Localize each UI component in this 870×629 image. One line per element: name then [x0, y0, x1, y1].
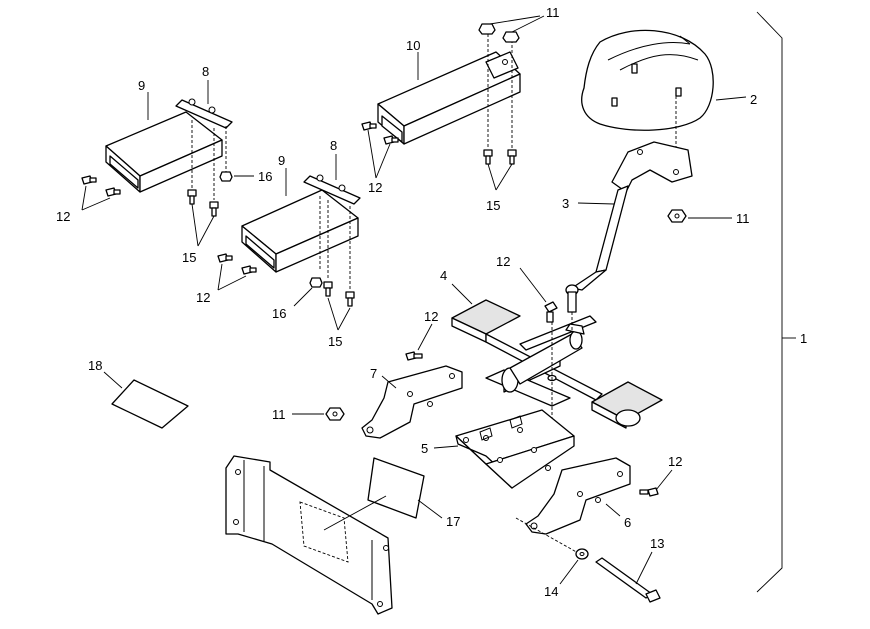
- callout-15-top: 15: [486, 198, 500, 213]
- control-unit-part-10: [377, 34, 521, 148]
- callout-13: 13: [650, 536, 664, 551]
- callout-4: 4: [440, 268, 447, 283]
- callout-12-left: 12: [56, 209, 70, 224]
- callout-6: 6: [624, 515, 631, 530]
- nut-part-11-bracket7: [325, 407, 345, 421]
- callout-10: 10: [406, 38, 420, 53]
- bolt-part-15-top-a: [483, 149, 493, 165]
- label-part-18: [111, 379, 189, 429]
- callout-9-left: 9: [138, 78, 145, 93]
- callout-12-top: 12: [368, 180, 382, 195]
- bolt-part-15-centre-a: [323, 281, 333, 297]
- support-arm-part-3: [565, 141, 693, 313]
- screw-part-12-centre-a: [217, 253, 233, 263]
- callout-3: 3: [562, 196, 569, 211]
- cross-frame-part-4: [451, 299, 663, 432]
- callout-11-right: 11: [736, 211, 750, 226]
- callout-18: 18: [88, 358, 102, 373]
- nut-part-11-top-a: [478, 23, 496, 35]
- callout-7: 7: [370, 366, 377, 381]
- callout-17: 17: [446, 514, 460, 529]
- nut-part-16-centre: [309, 277, 323, 288]
- callout-15-left: 15: [182, 250, 196, 265]
- screw-part-12-top-a: [361, 121, 377, 131]
- long-bolt-part-13: [595, 557, 661, 603]
- bolt-part-15-left-b: [209, 201, 219, 217]
- callout-5: 5: [421, 441, 428, 456]
- callout-12-centre: 12: [196, 290, 210, 305]
- callout-1: 1: [800, 331, 807, 346]
- screw-part-12-left-a: [81, 175, 97, 185]
- callout-12-bracket6: 12: [668, 454, 682, 469]
- side-bracket-part-6: [515, 457, 631, 555]
- control-unit-part-9-left: [105, 98, 233, 200]
- callout-16-centre: 16: [272, 306, 286, 321]
- nut-part-11-top-b: [502, 31, 520, 43]
- bolt-part-15-left-a: [187, 189, 197, 205]
- nut-part-11-right: [667, 209, 687, 223]
- callout-11-top: 11: [546, 5, 560, 20]
- callout-9-centre: 9: [278, 153, 285, 168]
- callout-8-left: 8: [202, 64, 209, 79]
- control-unit-part-9-centre: [241, 174, 361, 290]
- bolt-part-15-top-b: [507, 149, 517, 165]
- callout-12-bracket7: 12: [424, 309, 438, 324]
- bolt-part-15-centre-b: [345, 291, 355, 307]
- screw-part-12-bracket6: [639, 487, 659, 497]
- bolt-part-12-frame: [544, 301, 558, 323]
- callout-16-left: 16: [258, 169, 272, 184]
- seat-cover-part-2: [581, 29, 714, 160]
- callout-11-left: 11: [272, 407, 286, 422]
- screw-part-12-left-b: [105, 187, 121, 197]
- nut-part-16-left: [219, 171, 233, 182]
- side-bracket-part-7: [361, 365, 463, 439]
- screw-part-12-top-b: [383, 135, 399, 145]
- base-panel: [225, 455, 393, 615]
- screw-part-12-bracket7: [405, 351, 423, 361]
- screw-part-12-centre-b: [241, 265, 257, 275]
- assembly-bracket: [756, 11, 783, 593]
- mounting-plate-part-5: [455, 409, 575, 489]
- label-part-17: [367, 457, 425, 519]
- callout-8-centre: 8: [330, 138, 337, 153]
- callout-2: 2: [750, 92, 757, 107]
- callout-14: 14: [544, 584, 558, 599]
- callout-12-frame: 12: [496, 254, 510, 269]
- callout-15-centre: 15: [328, 334, 342, 349]
- washer-part-14: [575, 548, 589, 560]
